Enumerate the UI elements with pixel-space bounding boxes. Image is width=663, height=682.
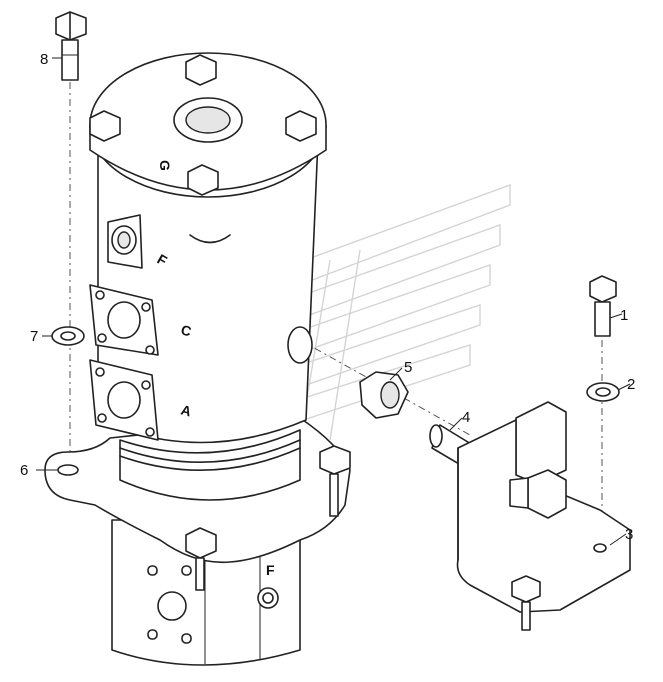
flange-bolt-right <box>319 445 351 517</box>
callout-leaders <box>36 57 631 546</box>
nut-part-5 <box>359 371 409 419</box>
cap-bolt-right <box>285 110 317 142</box>
callout-3: 3 <box>625 526 633 543</box>
port-label-c: C <box>179 321 193 339</box>
port-label-a: A <box>179 401 193 419</box>
swivel-joint-main-body <box>89 52 327 444</box>
cap-bolt-left <box>89 110 121 142</box>
cap-bolt-top <box>185 54 217 86</box>
cap-bolt-front <box>187 164 219 196</box>
washer-part-2 <box>586 382 620 402</box>
callout-7: 7 <box>30 328 38 345</box>
bolt-part-1 <box>589 275 617 337</box>
port-label-f-lower: F <box>266 562 275 578</box>
bracket-bolt-hex <box>509 469 567 519</box>
swivel-joint-lower-flange <box>44 417 351 666</box>
callout-5: 5 <box>404 359 412 376</box>
callout-2: 2 <box>627 376 635 393</box>
port-label-g: G <box>157 160 173 171</box>
callout-8: 8 <box>40 51 48 68</box>
callout-4: 4 <box>462 409 470 426</box>
flange-bolt-front <box>185 527 217 591</box>
bolt-part-8 <box>55 11 87 81</box>
callout-1: 1 <box>620 307 628 324</box>
callout-6: 6 <box>20 462 28 479</box>
washer-part-7 <box>51 326 85 346</box>
